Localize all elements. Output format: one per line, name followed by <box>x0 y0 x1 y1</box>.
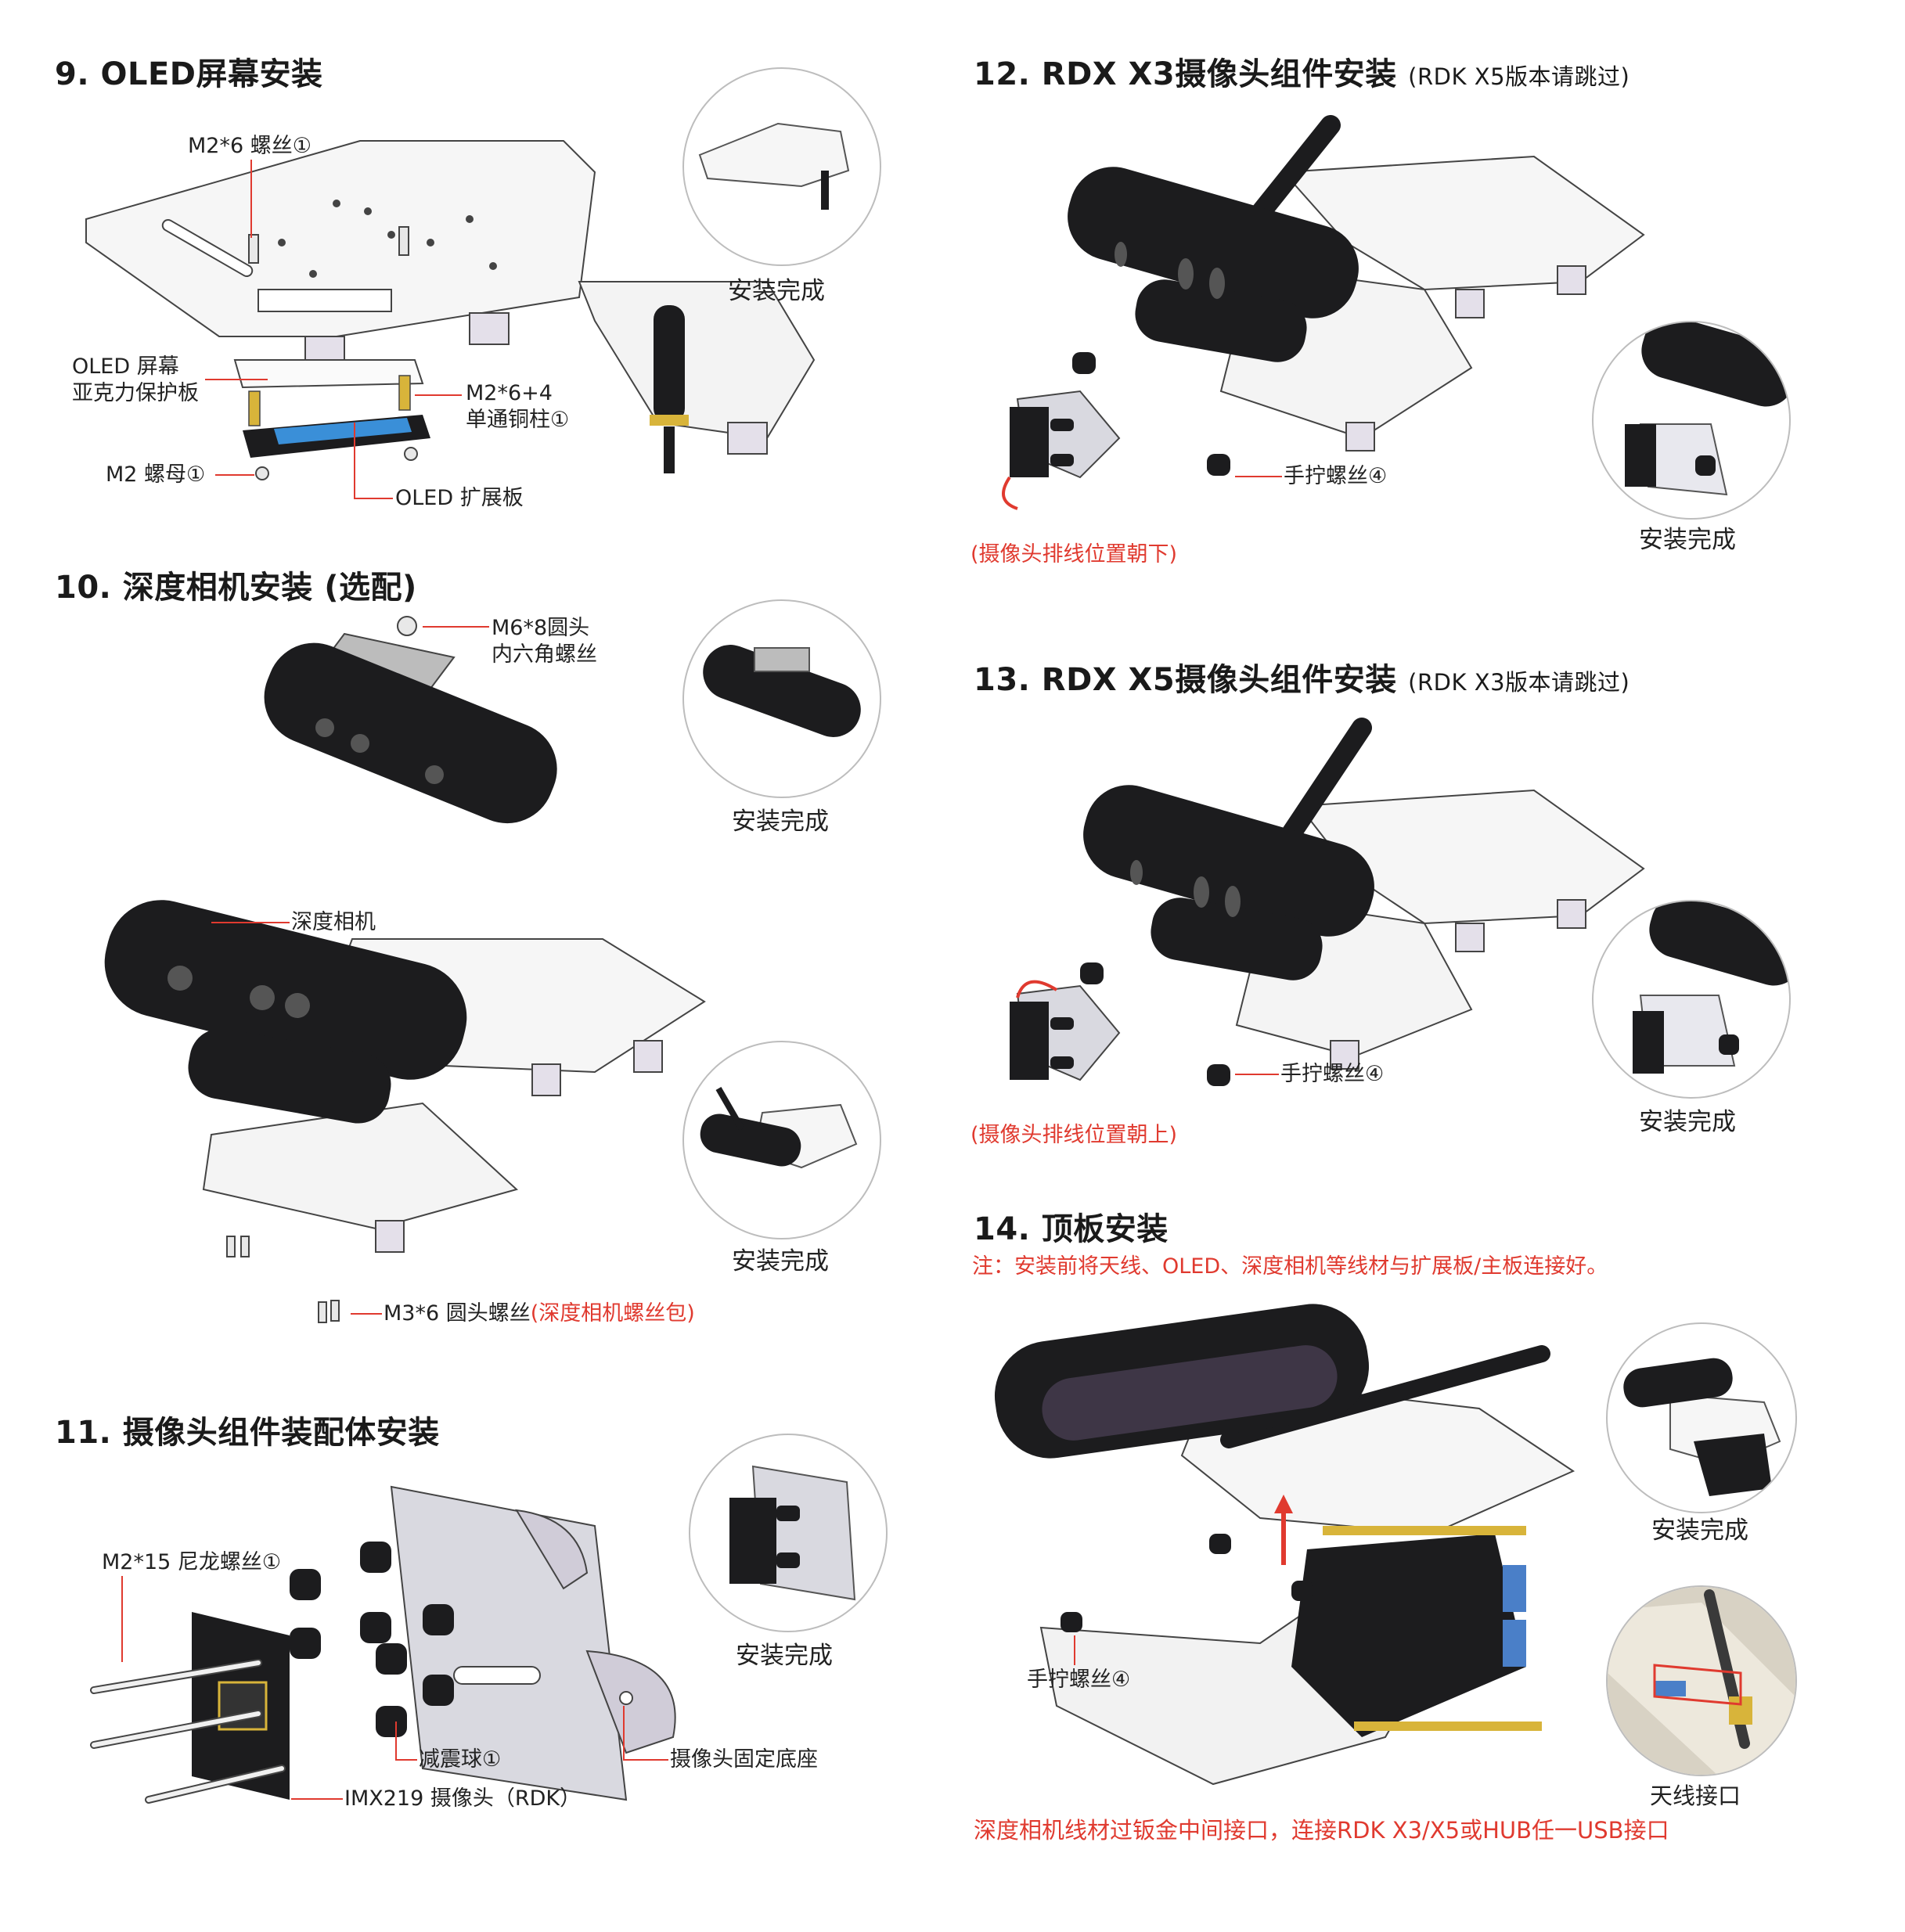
s13-done-label: 安装完成 <box>1639 1108 1736 1136</box>
s9-cover-leader <box>205 379 268 380</box>
s14-done-label: 安装完成 <box>1651 1516 1748 1545</box>
s13-note: (摄像头排线位置朝上) <box>971 1123 1178 1147</box>
s11-imx-label: IMX219 摄像头（RDK） <box>344 1786 582 1811</box>
s10-done-label-1: 安装完成 <box>732 808 829 836</box>
s14-top-plate-illustration <box>994 1304 1575 1786</box>
s13-title: 13. RDX X5摄像头组件安装 (RDK X3版本请跳过) <box>974 662 1630 698</box>
s9-cover-label: OLED 屏幕 亚克力保护板 <box>72 354 199 405</box>
s14-thumb-leader <box>1074 1635 1075 1665</box>
s14-thumb-label: 手拧螺丝④ <box>1027 1668 1131 1692</box>
s11-base-label: 摄像头固定底座 <box>670 1747 818 1772</box>
s12-thumb-leader <box>1235 476 1282 477</box>
s9-screw-label: M2*6 螺丝① <box>188 134 311 158</box>
s9-screw-leader <box>250 160 252 238</box>
s9-nut-label: M2 螺母① <box>106 462 206 487</box>
s9-board-leader-v <box>354 423 355 499</box>
s14-bottom-note: 深度相机线材过钣金中间接口，连接RDK X3/X5或HUB任一USB接口 <box>974 1817 1669 1844</box>
s14-antenna-circle <box>1606 1585 1797 1776</box>
s11-imx-leader <box>291 1798 343 1800</box>
s9-board-leader-h <box>354 498 393 499</box>
s10-done-label-2: 安装完成 <box>732 1247 829 1275</box>
s11-damper-label: 减震球① <box>419 1747 502 1772</box>
s11-damper-leader-h <box>395 1759 417 1761</box>
s11-nylon-leader <box>121 1576 123 1662</box>
s12-thumb-label: 手拧螺丝④ <box>1284 464 1388 488</box>
s13-thumb-leader <box>1235 1074 1279 1075</box>
s10-title: 10. 深度相机安装 (选配) <box>55 570 417 606</box>
s13-thumb-label: 手拧螺丝④ <box>1280 1062 1385 1086</box>
s11-done-circle <box>689 1434 888 1632</box>
s9-done-label: 安装完成 <box>728 277 825 305</box>
s10-done-circle-2 <box>682 1041 881 1239</box>
s12-title: 12. RDX X3摄像头组件安装 (RDK X5版本请跳过) <box>974 56 1630 92</box>
s9-standoff-leader <box>415 394 462 396</box>
s10-bottom-screw-leader <box>351 1313 382 1315</box>
s10-bottom-screw-label: M3*6 圆头螺丝(深度相机螺丝包) <box>384 1301 695 1326</box>
s10-screw-leader <box>423 626 489 628</box>
s10-small-screws-icon <box>318 1300 340 1323</box>
s9-nut-leader <box>215 474 254 476</box>
s11-done-label: 安装完成 <box>736 1642 833 1670</box>
s11-damper-leader-v <box>395 1722 397 1761</box>
s12-note: (摄像头排线位置朝下) <box>971 542 1178 567</box>
s10-camera-on-chassis-illustration <box>104 900 706 1257</box>
s10-camera-leader <box>211 922 290 923</box>
s11-base-leader-v <box>623 1706 625 1761</box>
s14-title: 14. 顶板安装 <box>974 1211 1169 1247</box>
s13-done-circle <box>1592 900 1791 1099</box>
s9-board-label: OLED 扩展板 <box>395 486 524 510</box>
s12-done-label: 安装完成 <box>1639 526 1736 554</box>
s10-done-circle-1 <box>682 599 881 798</box>
s12-done-circle <box>1592 321 1791 520</box>
s9-chassis-illustration <box>85 140 816 480</box>
s10-camera-label: 深度相机 <box>291 910 376 934</box>
s14-antenna-label: 天线接口 <box>1650 1783 1741 1809</box>
s11-camera-assembly-illustration <box>90 1485 676 1804</box>
s9-title: 9. OLED屏幕安装 <box>55 56 323 92</box>
s11-title: 11. 摄像头组件装配体安装 <box>55 1415 440 1451</box>
s10-bracket-camera-illustration <box>264 616 557 824</box>
s13-camera-install-illustration <box>1010 718 1645 1086</box>
s12-camera-install-illustration <box>1002 115 1645 510</box>
s9-done-circle <box>682 67 881 266</box>
s11-nylon-label: M2*15 尼龙螺丝① <box>102 1550 282 1574</box>
s11-base-leader-h <box>623 1759 668 1761</box>
s9-standoff-label: M2*6+4 单通铜柱① <box>466 381 570 432</box>
s14-note: 注：安装前将天线、OLED、深度相机等线材与扩展板/主板连接好。 <box>972 1254 1608 1279</box>
s10-screw-label: M6*8圆头 内六角螺丝 <box>492 616 597 667</box>
s14-done-circle <box>1606 1322 1797 1513</box>
